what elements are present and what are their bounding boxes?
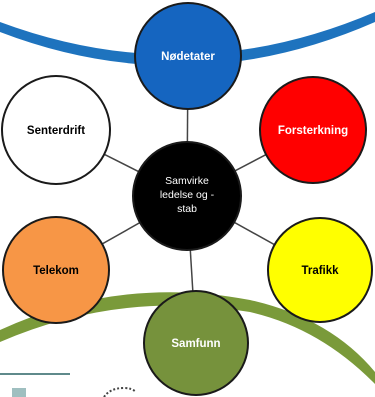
center-node: Samvirke ledelse og - stab (132, 141, 242, 251)
node-telekom: Telekom (2, 216, 110, 324)
bottom-swoosh (0, 292, 375, 384)
node-trafikk: Trafikk (267, 217, 373, 323)
center-label-line-1: Samvirke (165, 175, 209, 187)
node-label-senterdrift: Senterdrift (27, 125, 85, 137)
footer-logo-fragment-left (12, 388, 26, 397)
node-label-forsterkning: Forsterkning (278, 125, 348, 137)
center-circle (132, 141, 242, 251)
center-label-line-2: ledelse og - (160, 189, 215, 201)
node-circle-telekom (2, 216, 110, 324)
center-label-line-3: stab (177, 203, 197, 215)
footer-logo-fragment (103, 386, 137, 397)
node-circle-forsterkning (259, 76, 367, 184)
node-forsterkning: Forsterkning (259, 76, 367, 184)
node-circle-senterdrift (1, 75, 111, 185)
node-circle-trafikk (267, 217, 373, 323)
node-nodetater: Nødetater (134, 2, 242, 110)
top-swoosh (0, 12, 375, 66)
node-label-nodetater: Nødetater (161, 51, 215, 63)
node-senterdrift: Senterdrift (1, 75, 111, 185)
node-label-telekom: Telekom (33, 265, 79, 277)
node-label-samfunn: Samfunn (171, 338, 220, 350)
node-circle-samfunn (143, 290, 249, 396)
node-samfunn: Samfunn (143, 290, 249, 396)
node-label-trafikk: Trafikk (301, 265, 339, 277)
node-circle-nodetater (134, 2, 242, 110)
